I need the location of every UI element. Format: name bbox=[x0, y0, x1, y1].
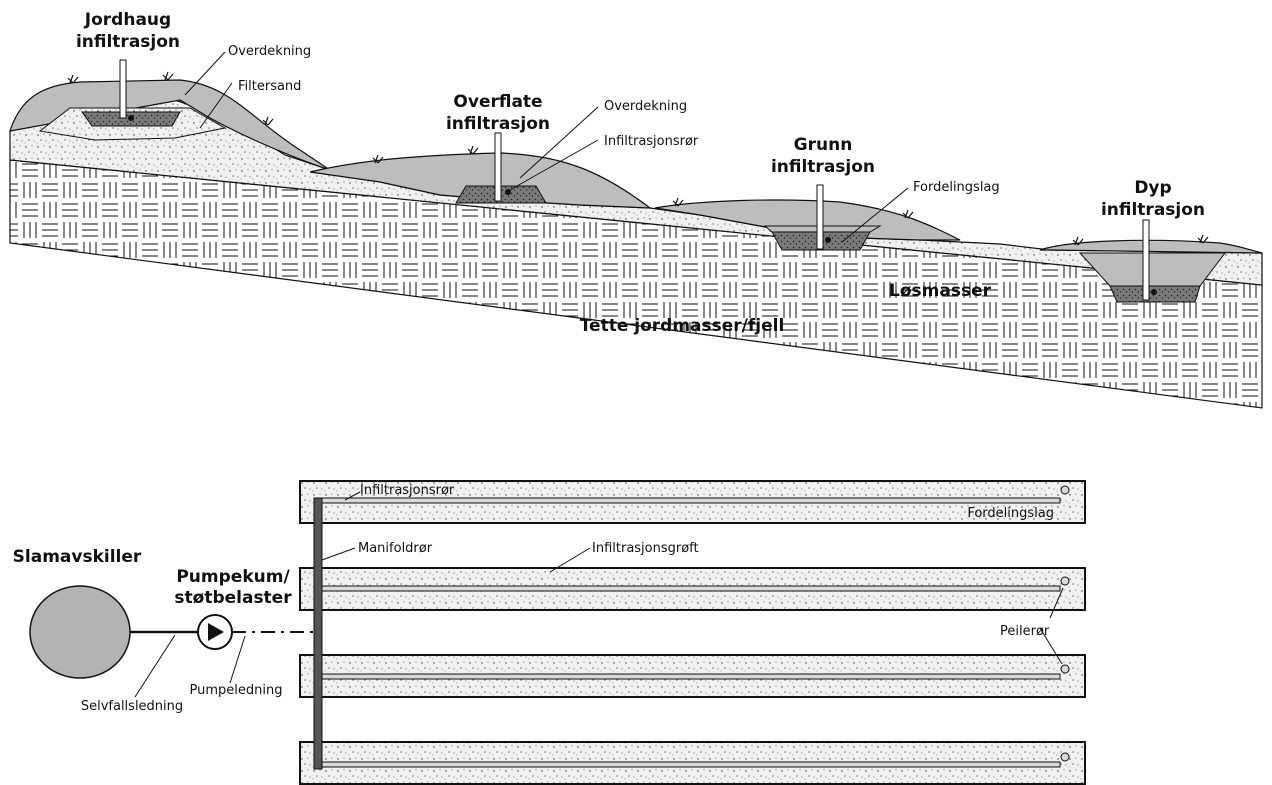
label-overdekning-2: Overdekning bbox=[604, 99, 687, 114]
label-selvfallsledning: Selvfallsledning bbox=[81, 699, 183, 714]
label-infiltrasjonsgroft: Infiltrasjonsgrøft bbox=[592, 541, 699, 556]
label-tette-jordmasser: Tette jordmasser/fjell bbox=[580, 316, 785, 336]
grunn-title-1: Grunn bbox=[794, 135, 853, 155]
jordhaug-mound bbox=[9, 79, 331, 171]
peileror-4 bbox=[1060, 752, 1070, 762]
peileror-2 bbox=[1060, 576, 1070, 586]
pipe-1 bbox=[315, 497, 1061, 504]
label-pumpekum-2: støtbelaster bbox=[174, 588, 292, 608]
peileror-3 bbox=[1060, 664, 1070, 674]
dyp-title-1: Dyp bbox=[1134, 178, 1171, 198]
label-infiltrasjonsror-2: Infiltrasjonsrør bbox=[360, 483, 455, 498]
peileror-1 bbox=[1060, 485, 1070, 495]
manifold-pipe bbox=[313, 497, 323, 770]
pipe-2 bbox=[315, 585, 1061, 592]
label-overdekning-1: Overdekning bbox=[228, 44, 311, 59]
grunn-peileror bbox=[816, 184, 824, 250]
label-pumpekum-1: Pumpekum/ bbox=[176, 567, 290, 587]
pipe-3 bbox=[315, 673, 1061, 680]
overflate-peileror bbox=[494, 132, 502, 202]
label-pumpeledning: Pumpeledning bbox=[190, 683, 283, 698]
pipe-4 bbox=[315, 761, 1061, 768]
grunn-title-2: infiltrasjon bbox=[771, 157, 875, 177]
label-peileror: Peilerør bbox=[1000, 624, 1050, 639]
label-losmasser: Løsmasser bbox=[889, 281, 992, 301]
dyp-mound bbox=[1039, 239, 1263, 254]
grass-tufts bbox=[67, 71, 1209, 246]
dyp-peileror bbox=[1142, 219, 1150, 301]
label-infiltrasjonsror-1: Infiltrasjonsrør bbox=[604, 134, 699, 149]
septic-tank bbox=[29, 585, 131, 679]
label-fordelingslag-2: Fordelingslag bbox=[967, 506, 1054, 521]
label-filtersand: Filtersand bbox=[238, 79, 301, 94]
overflate-title-2: infiltrasjon bbox=[446, 114, 550, 134]
dyp-title-2: infiltrasjon bbox=[1101, 200, 1205, 220]
jordhaug-title-1: Jordhaug bbox=[84, 10, 171, 30]
cross-section: Jordhaug infiltrasjon Overdekning Filter… bbox=[9, 10, 1263, 409]
overflate-mound bbox=[309, 152, 652, 209]
plan-view: Slamavskiller Pumpekum/ støtbelaster Sel… bbox=[13, 480, 1086, 785]
label-slamavskiller: Slamavskiller bbox=[13, 547, 142, 567]
grunn-mound bbox=[654, 199, 961, 241]
jordhaug-peileror bbox=[119, 59, 127, 119]
label-fordelingslag-1: Fordelingslag bbox=[913, 180, 1000, 195]
label-manifoldror: Manifoldrør bbox=[358, 541, 433, 556]
overflate-title-1: Overflate bbox=[453, 92, 542, 112]
jordhaug-title-2: infiltrasjon bbox=[76, 32, 180, 52]
